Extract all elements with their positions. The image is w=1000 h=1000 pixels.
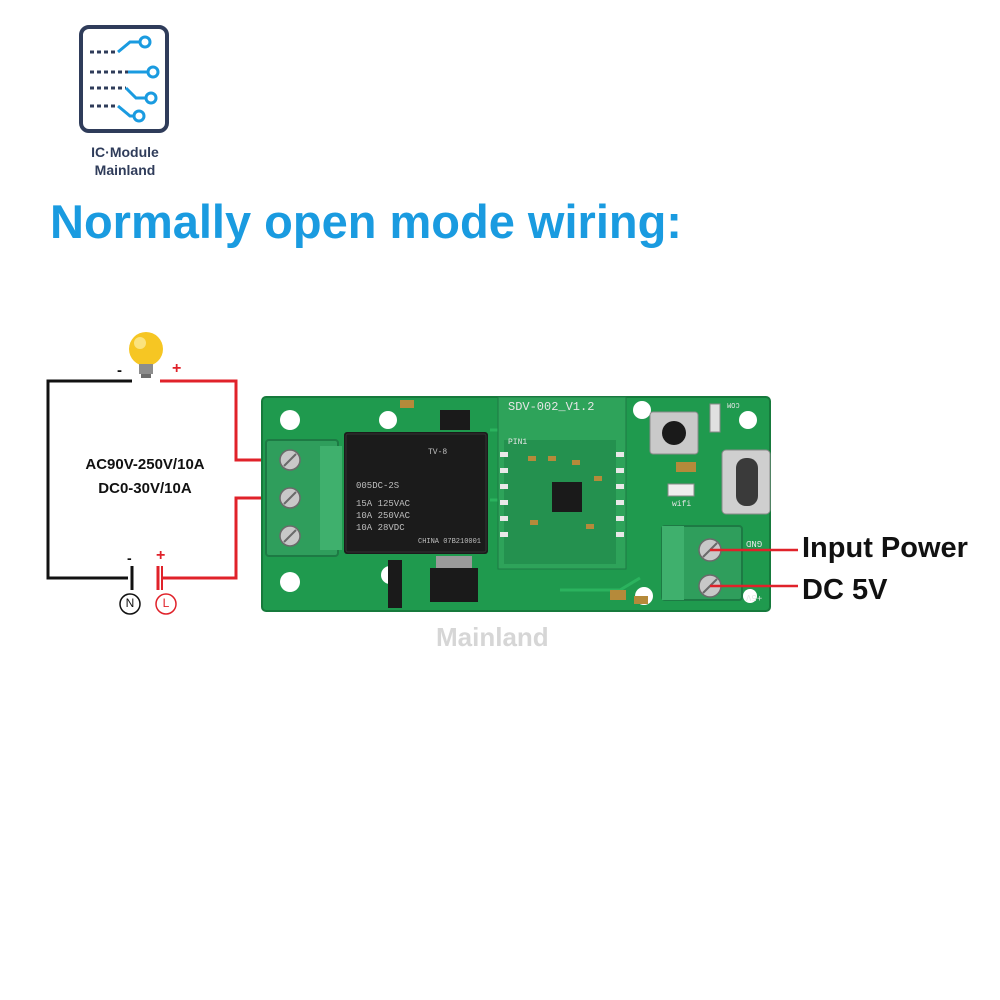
module-label: SDV-002_V1.2 <box>508 400 595 414</box>
dc5v-callout: DC 5V <box>802 574 888 606</box>
rating-dc: DC0-30V/10A <box>98 480 192 497</box>
v5-label: +5V <box>746 592 763 602</box>
light-bulb-icon <box>129 332 163 378</box>
neutral-label: N <box>125 596 135 610</box>
source-plus: + <box>156 547 166 564</box>
neutral-symbol <box>119 593 141 615</box>
pin-label: PIN1 <box>508 438 528 447</box>
input-power-callout: Input Power <box>802 532 968 564</box>
wifi-led-label: wifi <box>672 500 692 509</box>
brand-line2: Mainland <box>94 162 156 178</box>
relay-markings: 005DC-2S 15A 125VAC 10A 250VAC 10A 28VDC <box>356 481 411 533</box>
relay-mark: TV-8 <box>428 448 448 457</box>
neutral-wire <box>46 379 132 580</box>
wifi-chip <box>552 482 582 512</box>
rating-ac: AC90V-250V/10A <box>85 456 205 473</box>
source-minus: - <box>127 550 132 566</box>
page-title: Normally open mode wiring: <box>50 195 682 248</box>
live-symbol <box>155 593 177 615</box>
circuit-logo-icon <box>79 25 169 133</box>
load-minus: - <box>117 362 122 379</box>
gnd-label: GND <box>746 538 763 548</box>
watermark: Mainland <box>436 622 549 652</box>
load-plus: + <box>172 360 182 377</box>
relay-origin: CHINA 07B210001 <box>418 538 482 546</box>
com-label: COM <box>727 400 740 408</box>
relay <box>344 432 488 554</box>
live-label: L <box>162 596 170 610</box>
brand-line1: IC·Module <box>91 144 159 160</box>
